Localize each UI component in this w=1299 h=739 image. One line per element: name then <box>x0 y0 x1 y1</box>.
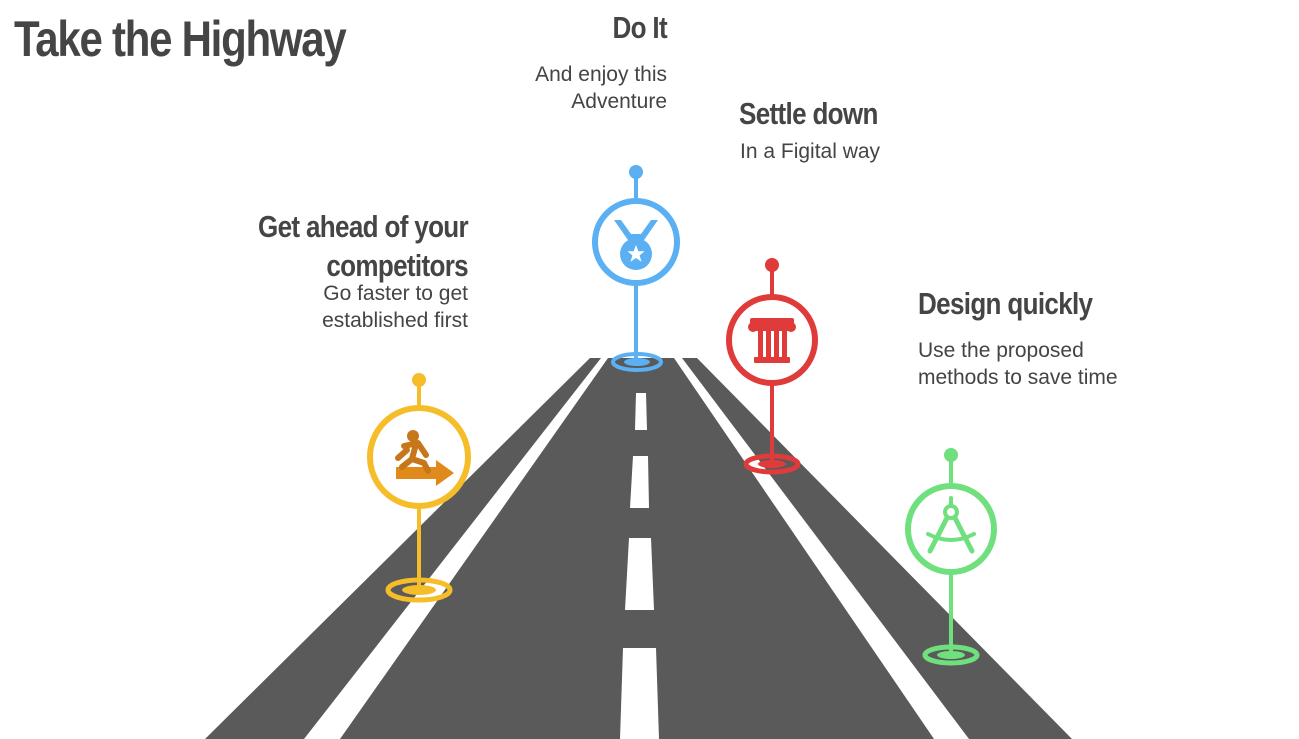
milestone-heading-design-quickly: Design quickly <box>918 286 1093 321</box>
milestone-pin-get-ahead <box>367 373 471 603</box>
drafting-compass-icon <box>926 496 976 554</box>
milestone-description-get-ahead: Go faster to get established first <box>322 282 468 332</box>
milestone-heading-do-it: Do It <box>612 10 668 45</box>
milestone-description-settle-down: In a Figital way <box>740 140 881 163</box>
milestone-pin-do-it <box>592 165 680 372</box>
greek-column-icon <box>748 318 796 363</box>
running-man-arrow-icon <box>395 430 454 486</box>
road-edge-line-left <box>304 358 608 739</box>
milestone-heading-get-ahead: Get ahead of your competitors <box>258 209 469 283</box>
milestone-description-do-it: And enjoy this Adventure <box>535 63 667 113</box>
milestone-heading-settle-down: Settle down <box>739 96 878 131</box>
milestone-pin-design-quickly <box>905 448 997 666</box>
road-edge-line-right <box>674 358 969 739</box>
milestone-pin-settle-down <box>726 258 818 475</box>
road-center-dashes <box>620 393 659 739</box>
page-title: Take the Highway <box>14 11 347 67</box>
medal-star-icon <box>614 220 658 270</box>
milestone-description-design-quickly: Use the proposed methods to save time <box>918 339 1118 389</box>
